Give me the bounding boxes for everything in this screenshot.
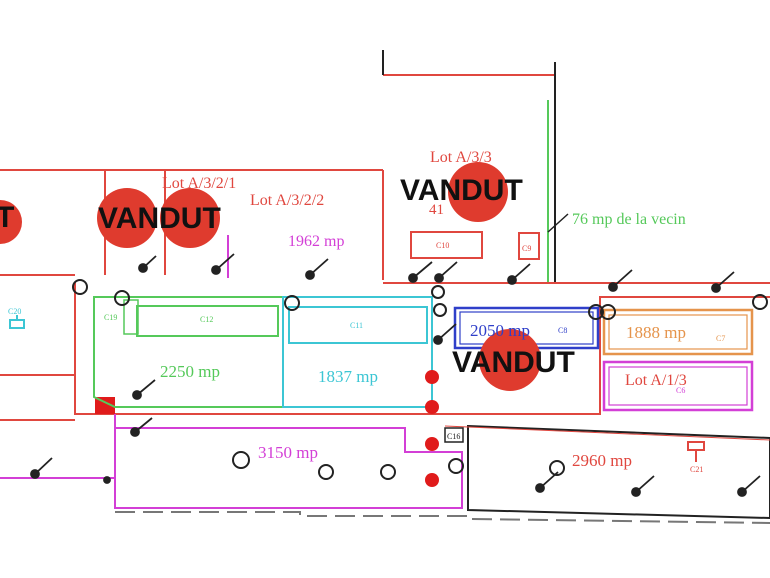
cell-c9: C9 [522,244,531,253]
area-1888: 1888 mp [626,323,686,342]
area-1837: 1837 mp [318,367,378,386]
lot-1837-outline [282,296,433,408]
lot-2960-outline [467,424,770,520]
lot-a-1-3-inner [608,366,748,406]
lot-a-3-3-number: 41 [429,202,444,218]
cell-c7: C7 [716,334,725,343]
left-partial-building [0,374,75,421]
cell-c11: C11 [350,321,363,330]
cell-c12-box [136,305,279,337]
lot-1888-inner [608,314,748,350]
sold-label-lot-a-3-2: VANDUT [98,202,221,235]
cell-c19: C19 [104,313,117,322]
central-plot-outline [74,282,770,415]
cell-c16: C16 [447,432,460,441]
sold-markers [0,162,541,391]
c21-symbol [687,441,705,462]
cell-c10: C10 [436,241,449,250]
area-1962: 1962 mp [288,233,344,250]
upper-red-outline [0,50,770,284]
sold-label-lot-a-3-3: VANDUT [400,174,523,207]
cell-c19-box [123,299,139,335]
road-edge [115,511,770,524]
cell-c8: C8 [558,326,567,335]
area-3150: 3150 mp [258,443,318,462]
lot-a-1-3-outline [602,360,754,412]
cell-c6: C6 [676,386,685,395]
area-2050: 2050 mp [470,321,530,340]
lot-2960-top-red [444,425,770,441]
red-corner-marker [95,397,115,414]
cell-c21: C21 [690,465,703,474]
cell-c12: C12 [200,315,213,324]
area-2960: 2960 mp [572,451,632,470]
cell-c9-box [518,232,540,260]
area-2250: 2250 mp [160,362,220,381]
connection-dots [425,370,439,487]
sold-label-center: VANDUT [452,346,575,379]
neighbor-note: 76 mp de la vecin [572,211,686,228]
lot-a-3-2-2-label: Lot A/3/2/2 [250,192,324,209]
lot-a-3-3-label: Lot A/3/3 [430,149,492,166]
lot-3150-outline [114,414,463,509]
cell-c10-box [410,231,483,259]
sold-label-left: T [0,201,14,234]
lot-a-3-2-1-label: Lot A/3/2/1 [162,175,236,192]
lamp-symbols [30,253,761,497]
cell-c11-box [288,306,428,344]
cell-c16-box [444,427,464,443]
circle-symbols [72,279,768,480]
lot-2250-outline [93,296,284,408]
lot-a-1-3-label: Lot A/1/3 [625,372,687,389]
c20-symbol [9,315,25,329]
neighbor-arrow [547,213,569,233]
cell-c20: C20 [8,307,21,316]
lot-1888-outline [602,308,754,356]
